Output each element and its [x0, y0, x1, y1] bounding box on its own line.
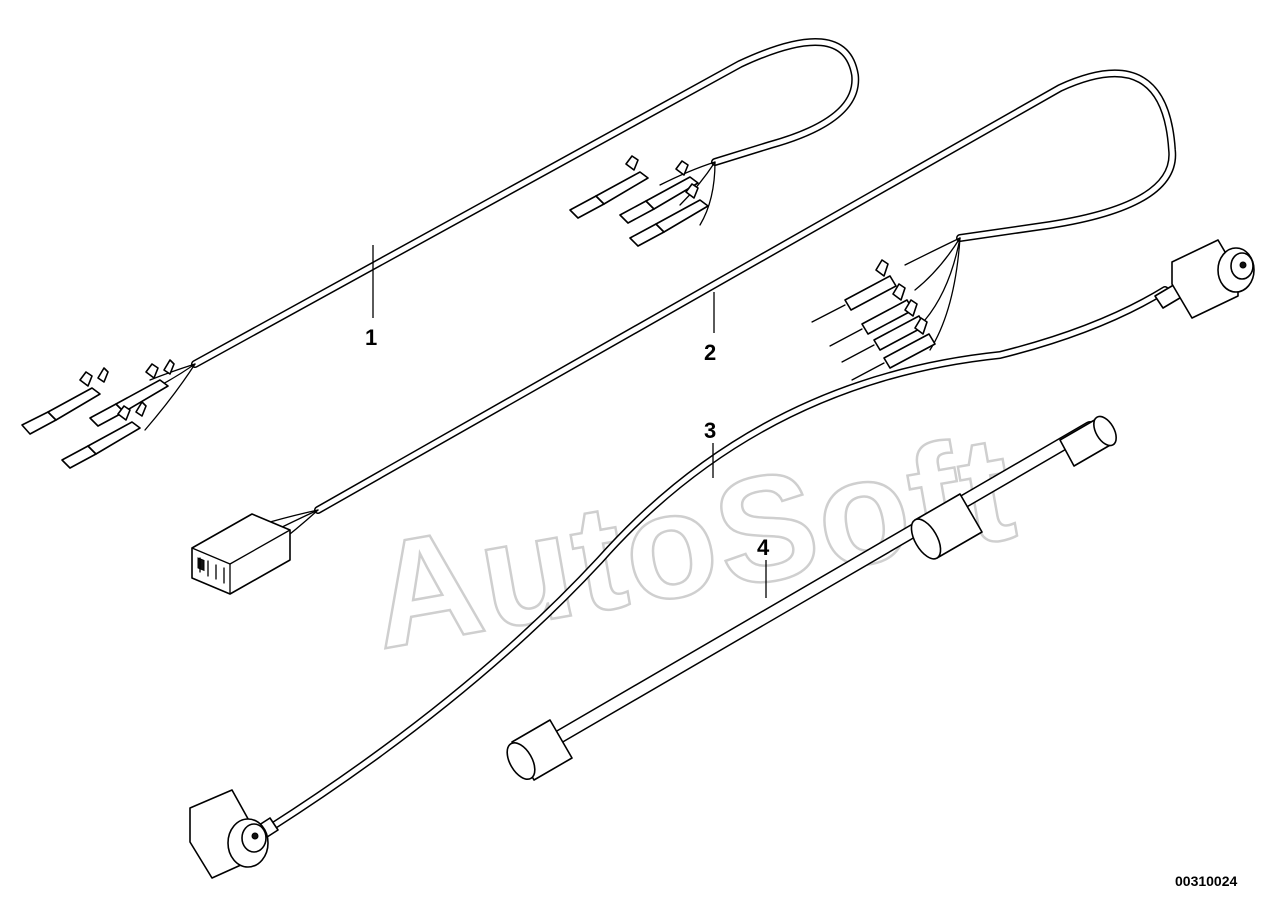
cable-part-2 — [191, 69, 1177, 595]
end-cap-4a — [506, 719, 573, 781]
end-cap-4b — [1059, 415, 1117, 467]
document-number: 00310024 — [1175, 873, 1238, 889]
callout-2: 2 — [704, 340, 716, 365]
pin-terminal-2c — [841, 299, 926, 363]
cable-part-1 — [21, 37, 860, 469]
ferrite-sleeve-4 — [910, 493, 983, 560]
callout-4: 4 — [757, 535, 770, 560]
cable-part-3 — [189, 239, 1255, 879]
terminal-1c — [61, 401, 147, 469]
connector-housing-2 — [191, 513, 291, 595]
cable-part-4 — [506, 415, 1117, 781]
terminal-1e — [619, 160, 699, 224]
pin-terminal-2a — [811, 259, 897, 323]
callout-3: 3 — [704, 418, 716, 443]
terminal-1d — [569, 155, 649, 219]
pin-terminal-2d — [851, 317, 936, 381]
round-connector-3a — [189, 789, 279, 879]
round-connector-3b — [1154, 239, 1255, 319]
callout-1: 1 — [365, 325, 377, 350]
terminal-1a — [21, 367, 109, 435]
terminal-1f — [629, 183, 709, 247]
